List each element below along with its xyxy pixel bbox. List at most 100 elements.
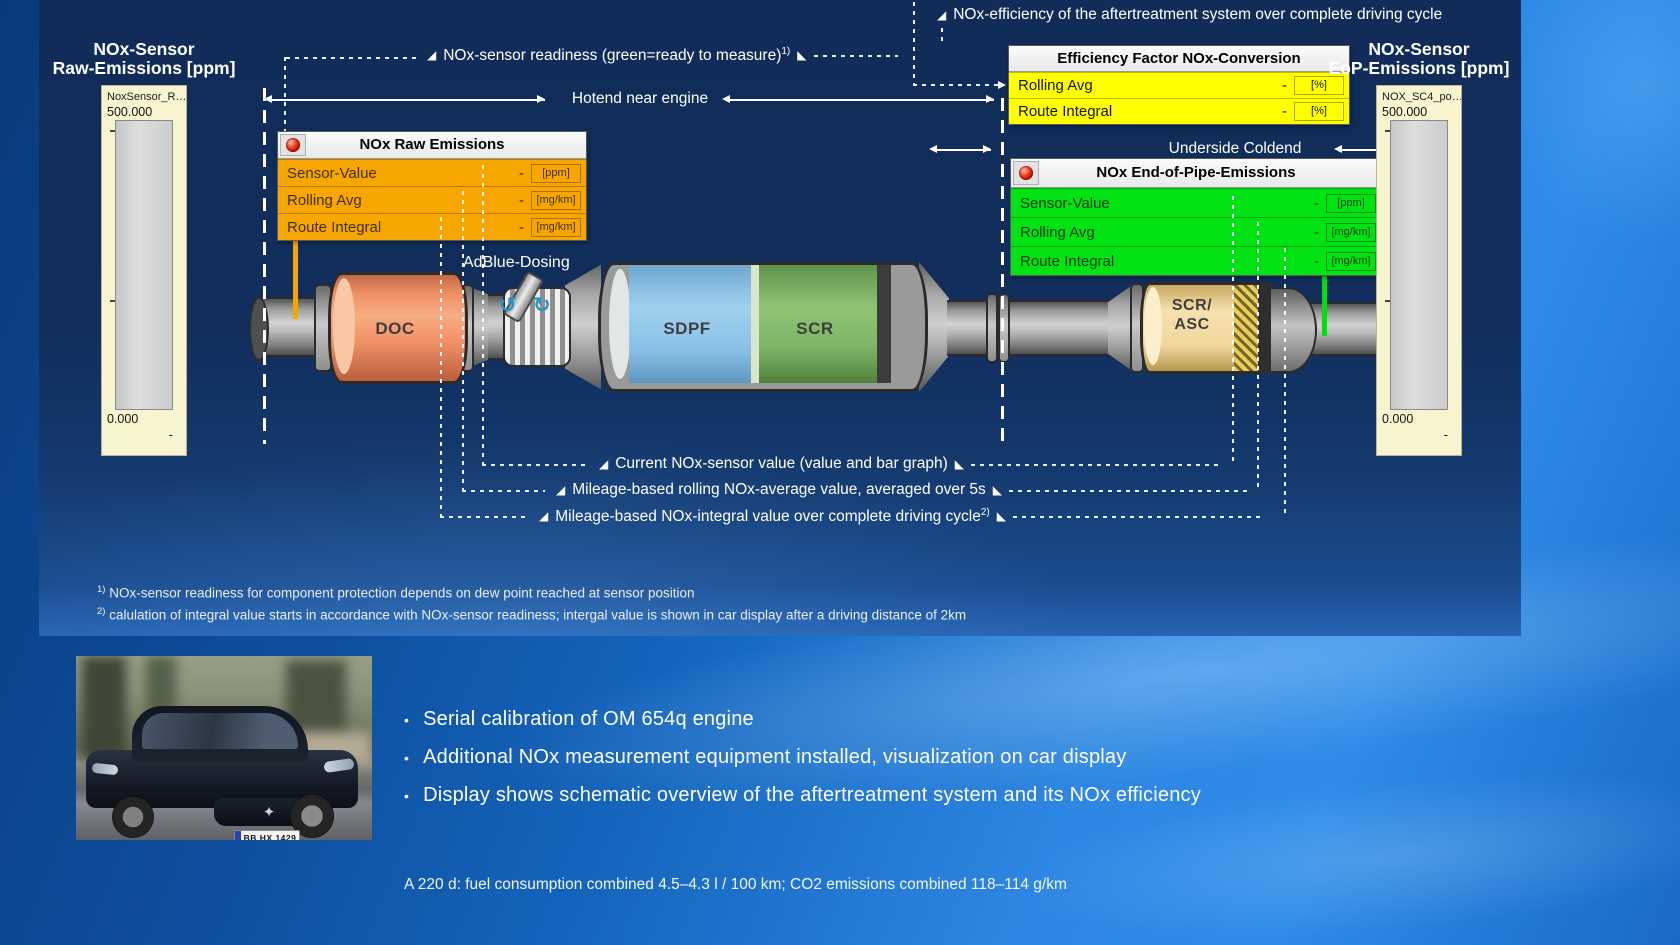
mixer-rotation-icon: ↺ <box>499 294 517 317</box>
plate-eu-strip <box>235 831 241 840</box>
gauge-tick <box>1385 300 1390 302</box>
row-value: - <box>1314 194 1319 212</box>
zone-boundary-dashed-line <box>263 88 266 444</box>
integral-value-annotation: ◢ Mileage-based NOx-integral value over … <box>532 507 1263 526</box>
row-unit: [ppm] <box>1326 193 1376 213</box>
pipe-flange <box>986 293 998 363</box>
rolling-average-text: Mileage-based rolling NOx-average value,… <box>572 481 986 498</box>
eop-emissions-gauge: NOX_SC4_po… 500.000 0.000 - <box>1377 86 1461 455</box>
footnote-text: NOx-sensor readiness for component prote… <box>109 585 695 601</box>
plate-number: BB HX 1429 <box>243 833 297 840</box>
current-value-text: Current NOx-sensor value (value and bar … <box>615 455 948 472</box>
triangle-marker-icon: ◣ <box>992 483 1003 497</box>
efficiency-annotation-text: NOx-efficiency of the aftertreatment sys… <box>953 6 1443 23</box>
dotted-connector-line <box>1232 196 1234 464</box>
row-label: Rolling Avg <box>287 191 362 209</box>
efficiency-annotation: ◢ NOx-efficiency of the aftertreatment s… <box>930 6 1442 24</box>
arrowhead-icon <box>929 145 937 153</box>
integral-value-text: Mileage-based NOx-integral value over co… <box>555 507 990 526</box>
section-separator <box>751 265 759 383</box>
canister-opening <box>609 269 631 379</box>
exhaust-inlet-cap <box>249 297 269 361</box>
table-title: NOx End-of-Pipe-Emissions <box>1096 164 1296 181</box>
triangle-marker-icon: ◢ <box>427 48 437 62</box>
gauge-signal-label: NOX_SC4_po… <box>1382 91 1461 103</box>
sdpf-scr-canister <box>598 262 928 392</box>
consumption-disclaimer: A 220 d: fuel consumption combined 4.5–4… <box>404 876 1067 893</box>
coldend-span-line <box>937 149 991 151</box>
row-unit: [mg/km] <box>1326 251 1376 271</box>
row-value: - <box>1282 77 1287 94</box>
mercedes-star-icon: ✦ <box>262 804 276 821</box>
row-label: Rolling Avg <box>1018 77 1093 94</box>
triangle-marker-icon: ◣ <box>996 509 1006 523</box>
row-label: Sensor-Value <box>1020 194 1110 212</box>
gauge-tick <box>1385 130 1390 132</box>
triangle-marker-icon: ◢ <box>539 509 549 523</box>
gauge-tick <box>110 130 115 132</box>
table-title: NOx Raw Emissions <box>359 136 505 153</box>
scr-label: SCR <box>796 319 834 338</box>
gauge-current-value: - <box>1443 427 1448 442</box>
bullet-item: • Additional NOx measurement equipment i… <box>404 746 1126 770</box>
row-label: Route Integral <box>287 218 382 236</box>
row-unit: [%] <box>1294 76 1344 95</box>
zone-boundary-dashed-line <box>1001 98 1004 446</box>
left-gauge-title: NOx-Sensor Raw-Emissions [ppm] <box>24 40 264 78</box>
mid-pipe <box>947 300 989 356</box>
efficiency-factor-table: Efficiency Factor NOx-Conversion Rolling… <box>1008 45 1350 125</box>
slide-glow <box>39 349 1521 636</box>
gauge-current-value: - <box>168 427 173 442</box>
row-value: - <box>1314 223 1319 241</box>
table-row: Route Integral - [%] <box>1009 98 1349 124</box>
row-label: Rolling Avg <box>1020 223 1095 241</box>
bullet-item: • Display shows schematic overview of th… <box>404 784 1201 808</box>
table-header: Efficiency Factor NOx-Conversion <box>1009 46 1349 72</box>
footnote-1: 1) NOx-sensor readiness for component pr… <box>97 584 695 601</box>
gauge-signal-label: NoxSensor_R… <box>107 91 186 103</box>
arrowhead-icon <box>722 95 730 103</box>
scr-asc-hatched-section <box>1234 282 1260 374</box>
row-unit: [%] <box>1294 102 1344 121</box>
underbody-pipe <box>1009 300 1110 356</box>
dotted-connector-line <box>971 464 1222 466</box>
right-gauge-title-line1: NOx-Sensor <box>1368 39 1470 59</box>
triangle-marker-icon: ◢ <box>937 8 947 22</box>
arrowhead-icon <box>537 95 545 103</box>
table-row: Sensor-Value - [ppm] <box>1011 188 1381 217</box>
arrowhead-icon <box>1334 145 1342 153</box>
mixer-rotation-icon: ↻ <box>533 294 551 317</box>
gauge-min-value: 0.000 <box>1382 412 1414 426</box>
triangle-marker-icon: ◢ <box>599 457 609 471</box>
coldend-label: Underside Coldend <box>1168 140 1302 157</box>
record-led-icon <box>280 134 306 156</box>
row-label: Route Integral <box>1018 103 1113 120</box>
table-header: NOx Raw Emissions <box>278 132 586 159</box>
bullet-text: Additional NOx measurement equipment ins… <box>423 746 1127 768</box>
triangle-marker-icon: ◢ <box>556 483 566 497</box>
table-row: Route Integral - [mg/km] <box>278 213 586 240</box>
row-value: - <box>519 191 524 209</box>
dotted-connector-line <box>482 464 588 466</box>
scr-asc-dark-ring <box>1258 282 1271 374</box>
doc-opening <box>333 278 355 374</box>
bullet-icon: • <box>404 750 410 766</box>
dotted-connector-line <box>813 55 898 57</box>
triangle-marker-icon: ◣ <box>954 457 965 471</box>
doc-label: DOC <box>375 319 415 338</box>
car-silhouette: ✦ BB HX 1429 <box>86 706 360 840</box>
sdpf-section <box>629 265 751 383</box>
dotted-connector-line <box>1012 516 1263 518</box>
current-value-annotation: ◢ Current NOx-sensor value (value and ba… <box>592 455 1222 473</box>
bullet-icon: • <box>404 712 410 728</box>
row-value: - <box>519 218 524 236</box>
row-unit: [ppm] <box>531 163 581 183</box>
doc-outlet-cone <box>470 287 490 367</box>
connector-pipe <box>488 294 506 360</box>
car-photo: ✦ BB HX 1429 <box>76 656 372 840</box>
bullet-text: Serial calibration of OM 654q engine <box>423 708 754 730</box>
raw-emissions-gauge: NoxSensor_R… 500.000 0.000 - <box>102 86 186 455</box>
canister-dark-ring <box>877 265 891 383</box>
table-row: Route Integral - [mg/km] <box>1011 246 1381 275</box>
dotted-connector-line <box>440 516 528 518</box>
